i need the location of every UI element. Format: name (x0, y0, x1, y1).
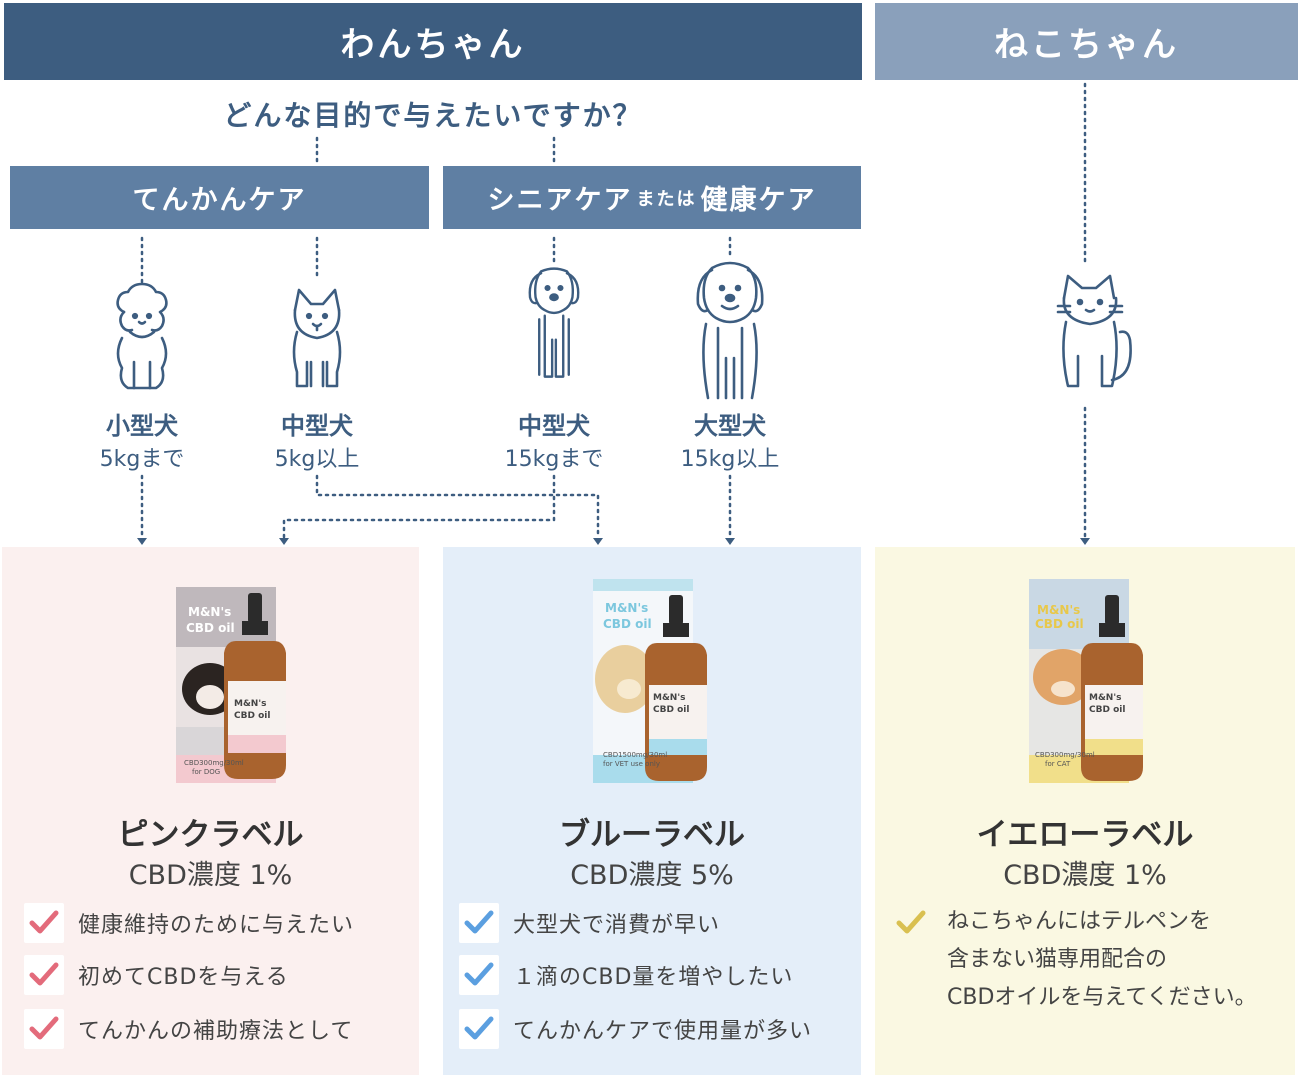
pink-feature-3-text: てんかんの補助療法として (78, 1019, 354, 1044)
pink-product-name: ピンクラベル (117, 817, 304, 853)
blue-box-sub: CBD oil (603, 617, 652, 631)
dog-range-large: 15kg以上 (680, 447, 780, 472)
check-icon (24, 1009, 64, 1049)
blue-feature-1: 大型犬で消費が早い (459, 903, 720, 943)
pink-feature-3: てんかんの補助療法として (24, 1009, 353, 1049)
cat-note-line-2: 含まない猫専用配合の (947, 947, 1168, 972)
or-label: または (636, 188, 697, 210)
blue-product-name: ブルーラベル (559, 817, 745, 853)
dog-range-medium-b: 15kgまで (504, 447, 604, 472)
check-icon (459, 955, 499, 995)
beagle-icon (528, 267, 580, 378)
blue-feature-2: １滴のCBD量を増やしたい (459, 955, 793, 995)
dog-header: わんちゃん (4, 3, 862, 80)
yellow-bottle-sub: CBD oil (1089, 705, 1126, 715)
cat-note-line-1: ねこちゃんにはテルペンを (947, 909, 1212, 934)
golden-retriever-icon (696, 261, 764, 400)
epilepsy-care-label: てんかんケア (132, 185, 307, 216)
pink-feature-2-text: 初めてCBDを与える (78, 965, 289, 990)
blue-bottle-sub: CBD oil (653, 705, 690, 715)
blue-product-image (593, 579, 707, 783)
cat-recommendation-note: ねこちゃんにはテルペンを 含まない猫専用配合の CBDオイルを与えてください。 (947, 903, 1287, 1017)
pink-box-target: for DOG (192, 768, 221, 776)
cat-icon (1056, 274, 1132, 388)
blue-concentration: CBD濃度 5% (570, 860, 734, 891)
pink-feature-1-text: 健康維持のために与えたい (78, 913, 355, 938)
pink-product-image (176, 587, 286, 783)
dog-size-medium-b: 中型犬 (518, 412, 590, 440)
check-icon (24, 955, 64, 995)
dog-size-medium-a: 中型犬 (281, 412, 353, 440)
dog-range-small: 5kgまで (99, 447, 185, 472)
pink-bottle-sub: CBD oil (234, 711, 271, 721)
blue-box-target: for VET use only (603, 760, 660, 768)
pink-concentration: CBD濃度 1% (128, 860, 293, 891)
purpose-question: どんな目的で与えたいですか？ (223, 99, 643, 132)
yellow-box-target: for CAT (1045, 760, 1071, 768)
pink-box-spec: CBD300mg/30ml (184, 759, 244, 767)
cat-header: ねこちゃん (875, 3, 1298, 80)
pink-box-sub: CBD oil (186, 621, 235, 635)
yellow-bottle-brand: M&N's (1089, 693, 1122, 703)
blue-feature-3-text: てんかんケアで使用量が多い (513, 1019, 813, 1044)
yellow-concentration: CBD濃度 1% (1003, 860, 1167, 891)
yellow-label-panel: M&N's CBD oil CBD300mg/30ml for CAT M&N'… (875, 547, 1295, 1075)
dog-range-medium-a: 5kg以上 (274, 447, 360, 472)
epilepsy-care-box: てんかんケア (10, 166, 429, 229)
pink-feature-1: 健康維持のために与えたい (24, 903, 354, 943)
shiba-icon (292, 288, 342, 388)
senior-care-box: シニアケアまたは健康ケア (443, 166, 861, 229)
yellow-box-brand: M&N's (1037, 603, 1081, 617)
pink-bottle-brand: M&N's (234, 699, 267, 709)
cat-note-line-3: CBDオイルを与えてください。 (947, 985, 1257, 1010)
dog-size-large: 大型犬 (694, 412, 766, 440)
health-care-label: 健康ケア (700, 185, 817, 216)
yellow-box-sub: CBD oil (1035, 617, 1084, 631)
blue-feature-1-text: 大型犬で消費が早い (513, 913, 721, 938)
pink-label-panel: M&N's CBD oil CBD300mg/30ml for DOG M&N'… (2, 547, 419, 1075)
check-icon (24, 903, 64, 943)
blue-label-panel: M&N's CBD oil CBD1500mg/30ml for VET use… (443, 547, 861, 1075)
senior-care-label: シニアケア (487, 185, 633, 216)
blue-feature-2-text: １滴のCBD量を増やしたい (513, 965, 794, 990)
pink-box-brand: M&N's (188, 605, 232, 619)
check-icon (459, 903, 499, 943)
blue-box-brand: M&N's (605, 601, 649, 615)
blue-feature-3: てんかんケアで使用量が多い (459, 1009, 812, 1049)
blue-bottle-brand: M&N's (653, 693, 686, 703)
check-icon (459, 1009, 499, 1049)
yellow-product-name: イエローラベル (976, 817, 1194, 853)
dog-size-small: 小型犬 (106, 412, 178, 440)
yellow-box-spec: CBD300mg/30ml (1035, 751, 1095, 759)
blue-box-spec: CBD1500mg/30ml (603, 751, 668, 759)
poodle-icon (116, 282, 168, 390)
yellow-product-image (1029, 579, 1143, 783)
pink-feature-2: 初めてCBDを与える (24, 955, 289, 995)
